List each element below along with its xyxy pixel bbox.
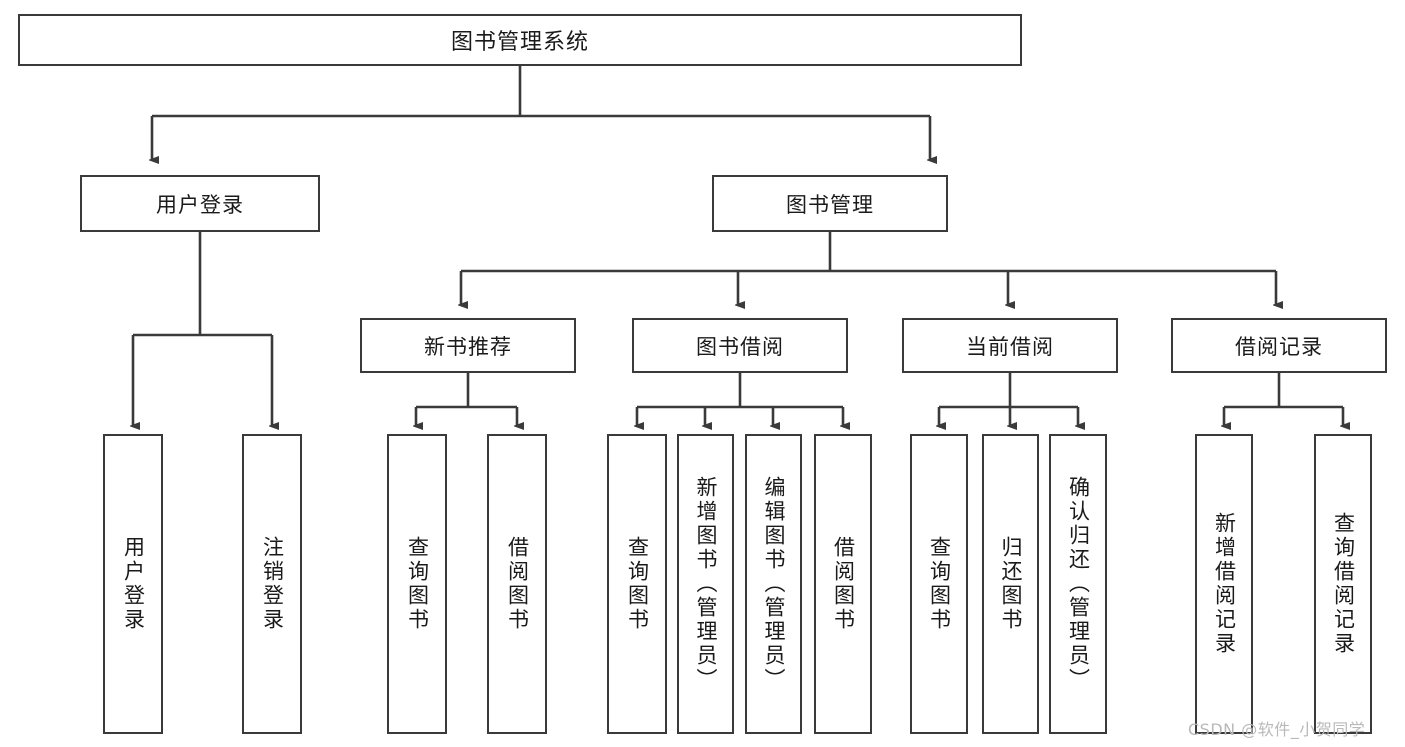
- leaf-user-logout[interactable]: 注销登录: [242, 434, 302, 734]
- leaf-edit-book-admin[interactable]: 编辑图书（管理员）: [745, 434, 802, 734]
- leaf-query-book-current[interactable]: 查询图书: [910, 434, 968, 734]
- node-label: 用户登录: [156, 192, 244, 217]
- node-label: 新书推荐: [424, 334, 512, 359]
- leaf-return-book[interactable]: 归还图书: [982, 434, 1039, 734]
- watermark-text: CSDN @软件_小贺同学: [1188, 720, 1366, 739]
- node-label: 查询借阅记录: [1331, 512, 1356, 656]
- node-root-book-management-system[interactable]: 图书管理系统: [18, 14, 1022, 66]
- node-label: 新增借阅记录: [1212, 512, 1237, 656]
- node-label: 新增图书（管理员）: [694, 476, 718, 692]
- leaf-query-borrow-record[interactable]: 查询借阅记录: [1314, 434, 1372, 734]
- node-label: 注销登录: [260, 536, 285, 632]
- node-label: 编辑图书（管理员）: [762, 476, 786, 692]
- node-label: 图书管理: [786, 192, 874, 217]
- node-label: 归还图书: [999, 536, 1023, 632]
- node-label: 确认归还（管理员）: [1066, 476, 1091, 692]
- leaf-user-login[interactable]: 用户登录: [103, 434, 163, 734]
- node-user-login[interactable]: 用户登录: [80, 175, 320, 232]
- leaf-query-book-recommend[interactable]: 查询图书: [387, 434, 447, 734]
- node-label: 查询图书: [625, 536, 650, 632]
- leaf-query-book-borrow[interactable]: 查询图书: [607, 434, 667, 734]
- node-label: 用户登录: [121, 536, 146, 632]
- node-label: 图书借阅: [696, 334, 784, 359]
- node-label: 借阅记录: [1235, 334, 1323, 359]
- node-label: 借阅图书: [831, 536, 856, 632]
- leaf-borrow-book[interactable]: 借阅图书: [814, 434, 872, 734]
- leaf-borrow-book-recommend[interactable]: 借阅图书: [487, 434, 547, 734]
- node-label: 查询图书: [927, 536, 952, 632]
- node-current-borrow[interactable]: 当前借阅: [902, 318, 1118, 373]
- node-label: 查询图书: [405, 536, 430, 632]
- node-label: 图书管理系统: [450, 30, 589, 55]
- leaf-confirm-return-admin[interactable]: 确认归还（管理员）: [1049, 434, 1107, 734]
- node-book-management[interactable]: 图书管理: [712, 175, 948, 232]
- node-label: 借阅图书: [505, 536, 530, 632]
- node-book-borrow[interactable]: 图书借阅: [632, 318, 848, 373]
- leaf-add-borrow-record[interactable]: 新增借阅记录: [1195, 434, 1253, 734]
- node-borrow-records[interactable]: 借阅记录: [1171, 318, 1387, 373]
- node-new-book-recommend[interactable]: 新书推荐: [360, 318, 576, 373]
- node-label: 当前借阅: [966, 334, 1054, 359]
- leaf-add-book-admin[interactable]: 新增图书（管理员）: [677, 434, 734, 734]
